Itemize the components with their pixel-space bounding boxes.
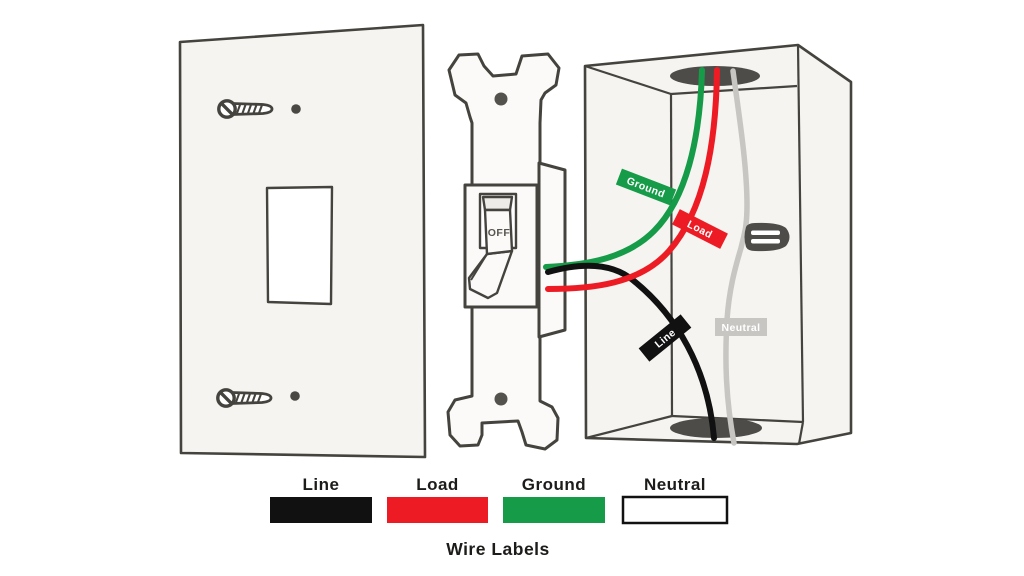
- wall-plate: [178, 23, 427, 459]
- legend-swatch-neutral: [621, 495, 729, 525]
- neutral-wire: [723, 68, 750, 446]
- toggle-front-face: [483, 208, 514, 256]
- toggle-top-face: [481, 195, 514, 212]
- legend-swatch-line: [270, 497, 372, 523]
- legend-title: Wire Labels: [446, 539, 550, 559]
- legend-label-line: Line: [303, 475, 340, 494]
- switch-strap-bottom: [446, 298, 560, 451]
- switch-toggle-lever[interactable]: OFF: [467, 195, 514, 300]
- neutral-wire-tag: Neutral: [715, 318, 767, 336]
- wall-plate-toggle-opening: [265, 185, 334, 306]
- screw-threads: [236, 104, 263, 114]
- plate-hole-dot: [291, 104, 301, 114]
- ground-wire: [543, 67, 705, 270]
- screw-threads: [235, 393, 262, 403]
- neutral-tag-text: Neutral: [722, 322, 761, 334]
- load-wire: [545, 67, 720, 292]
- switch-side-body: [537, 161, 567, 339]
- switch-mounting-hole: [494, 392, 508, 406]
- line-tag-bg: [638, 314, 692, 362]
- ground-tag-bg: [615, 168, 677, 206]
- toggle-switch: OFF: [446, 52, 567, 451]
- wire-nut-icon: [744, 222, 790, 252]
- wires: [543, 67, 720, 441]
- screw-icon: [217, 99, 274, 119]
- wire-tags: Ground Load Line Neutral: [615, 168, 767, 362]
- screw-icon: [216, 388, 273, 408]
- load-tag-bg: [672, 209, 728, 249]
- switch-mounting-hole: [494, 92, 508, 106]
- legend-swatch-ground: [503, 497, 605, 523]
- legend-label-ground: Ground: [522, 475, 586, 494]
- switch-strap-top: [447, 52, 561, 192]
- legend-label-neutral: Neutral: [644, 475, 706, 494]
- toggle-wedge-edge: [470, 253, 488, 281]
- screw-slot: [220, 102, 234, 116]
- legend-swatch-load: [387, 497, 488, 523]
- plate-hole-dot: [290, 391, 300, 401]
- legend: Line Load Ground Neutral Wire Labels: [270, 475, 729, 559]
- wire-nut-body: [744, 222, 790, 252]
- screw-slot: [219, 391, 233, 405]
- switch-state-label: OFF: [488, 227, 511, 239]
- wire-nut-ridge: [751, 239, 780, 244]
- wire-nut-ridge: [751, 230, 780, 235]
- line-wire: [545, 262, 717, 441]
- neutral-tag-bg: [715, 318, 767, 336]
- legend-label-load: Load: [416, 475, 459, 494]
- box-bottom-knockout-hole: [670, 418, 762, 438]
